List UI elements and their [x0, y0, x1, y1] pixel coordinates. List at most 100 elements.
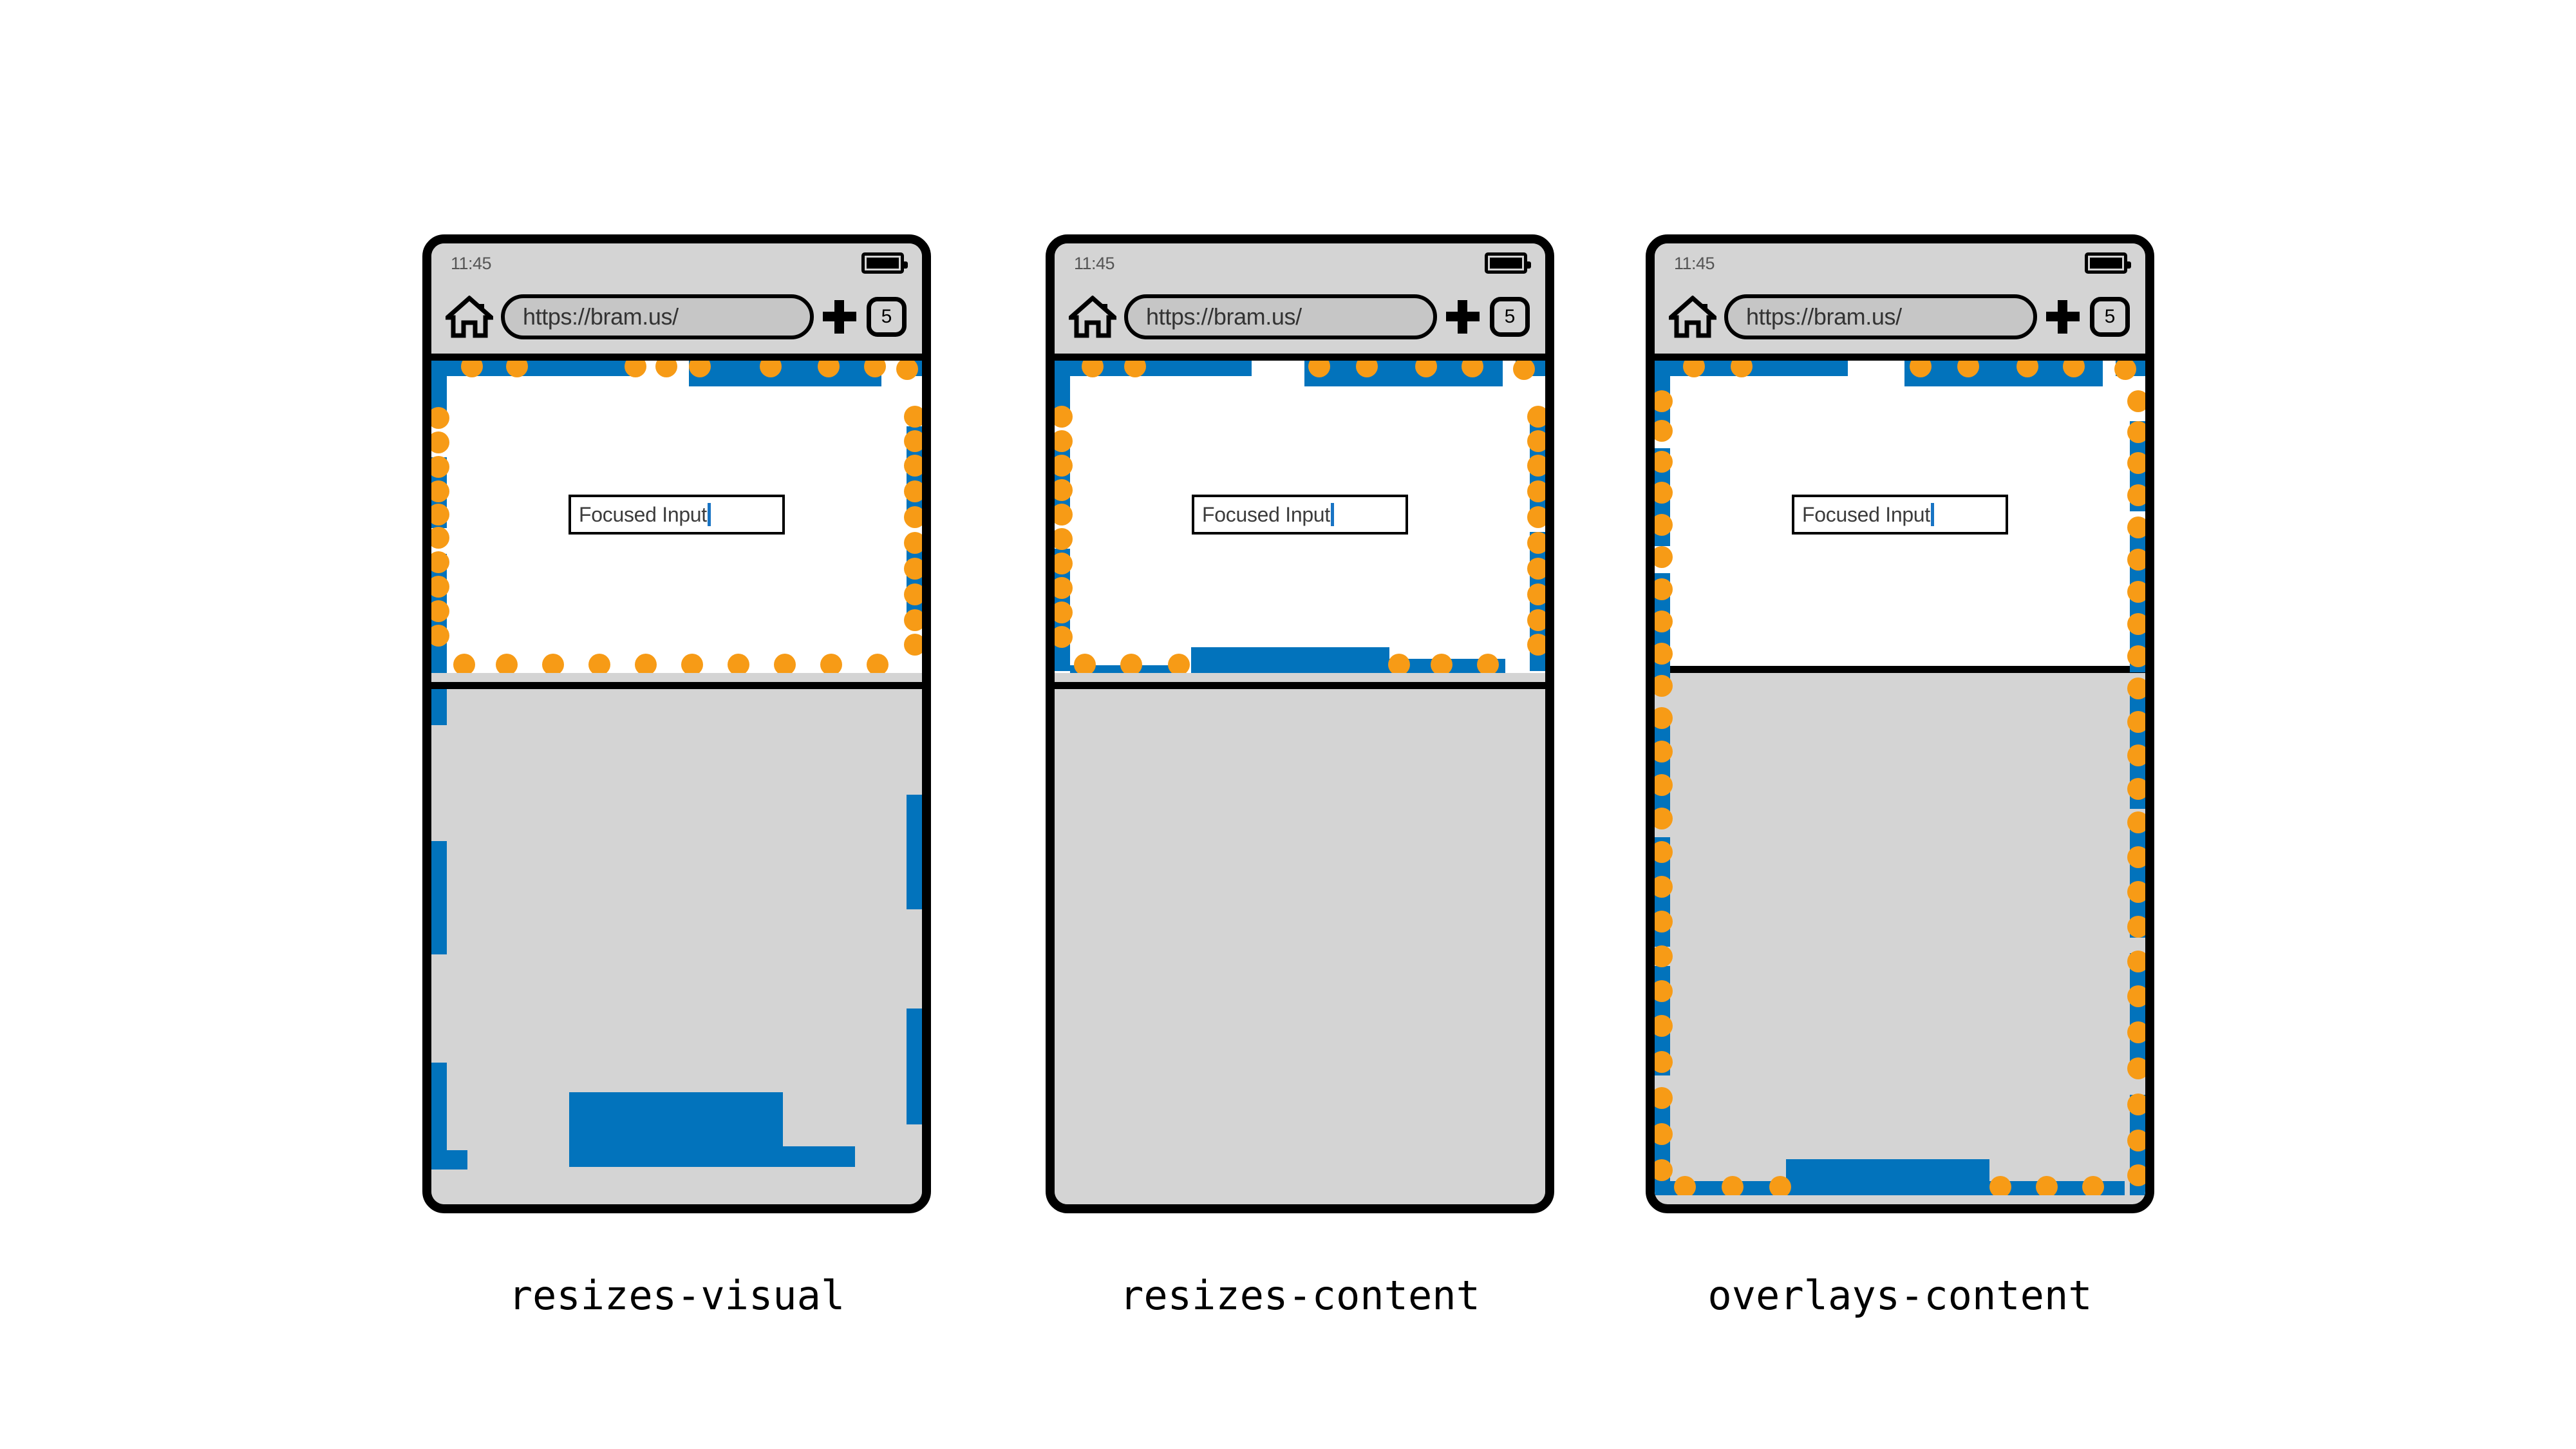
viewport-marker-bar: [783, 1146, 855, 1167]
page-viewport: Focused Input: [1655, 361, 2145, 1195]
visual-viewport-dot: [904, 430, 922, 452]
browser-toolbar: https://bram.us/ 5: [1055, 282, 1545, 352]
visual-viewport-dot: [689, 361, 711, 377]
visual-viewport-dot: [431, 504, 449, 526]
url-bar[interactable]: https://bram.us/: [501, 294, 814, 339]
visual-viewport-dot: [1674, 1176, 1696, 1195]
visual-viewport-dot: [588, 654, 610, 673]
caption-resizes-content: resizes-content: [1120, 1272, 1480, 1319]
visual-viewport-dot: [1527, 558, 1545, 580]
visual-viewport-dot: [1655, 945, 1673, 967]
visual-viewport-dot: [431, 480, 449, 502]
visual-viewport-dot: [1655, 876, 1673, 898]
home-icon[interactable]: [446, 296, 493, 338]
virtual-keyboard: [431, 682, 922, 1204]
visual-viewport-dot: [2127, 711, 2145, 733]
tab-count-button[interactable]: 5: [867, 297, 907, 337]
visual-viewport-dot: [431, 407, 449, 429]
visual-viewport-dot: [1055, 577, 1073, 599]
visual-viewport-dot: [2127, 985, 2145, 1007]
visual-viewport-dot: [2127, 951, 2145, 972]
visual-viewport-dot: [1655, 1123, 1673, 1145]
tab-count-button[interactable]: 5: [2090, 297, 2130, 337]
text-caret: [707, 503, 711, 526]
visual-viewport-dot: [1655, 1087, 1673, 1109]
viewport-marker-bar: [431, 1150, 467, 1170]
home-icon[interactable]: [1669, 296, 1716, 338]
visual-viewport-dot: [1120, 654, 1142, 673]
url-bar[interactable]: https://bram.us/: [1124, 294, 1437, 339]
visual-viewport-dot: [1513, 361, 1535, 380]
visual-viewport-dot: [864, 361, 886, 377]
visual-viewport-dot: [1055, 455, 1073, 477]
virtual-keyboard: [1655, 673, 2145, 1195]
visual-viewport-dot: [2127, 484, 2145, 506]
visual-viewport-dot: [1055, 553, 1073, 574]
visual-viewport-dot: [1910, 361, 1932, 377]
focused-input-text: Focused Input: [579, 502, 707, 526]
visual-viewport-dot: [2127, 1094, 2145, 1115]
visual-viewport-dot: [1055, 626, 1073, 648]
url-bar[interactable]: https://bram.us/: [1724, 294, 2037, 339]
visual-viewport-dot: [1124, 361, 1146, 377]
visual-viewport-dot: [867, 654, 888, 673]
focused-input[interactable]: Focused Input: [569, 495, 785, 535]
visual-viewport-dot: [760, 361, 782, 377]
url-text: https://bram.us/: [1746, 303, 1902, 330]
visual-viewport-dot: [1055, 406, 1073, 428]
plus-icon[interactable]: [1446, 300, 1480, 334]
status-bar-time: 11:45: [1674, 254, 1715, 273]
plus-icon[interactable]: [2046, 300, 2080, 334]
viewport-marker-bar: [1786, 1159, 1989, 1195]
visual-viewport-dot: [2127, 581, 2145, 603]
visual-viewport-dot: [655, 361, 677, 377]
focused-input-text: Focused Input: [1802, 502, 1930, 526]
visual-viewport-dot: [1527, 583, 1545, 605]
visual-viewport-dot: [1168, 654, 1190, 673]
visual-viewport-dot: [728, 654, 749, 673]
viewport-marker-bar: [907, 795, 922, 909]
visual-viewport-dot: [1655, 514, 1673, 536]
visual-viewport-dot: [820, 654, 842, 673]
focused-input[interactable]: Focused Input: [1192, 495, 1408, 535]
virtual-keyboard: [1055, 682, 1545, 1204]
visual-viewport-dot: [1731, 361, 1753, 377]
visual-viewport-dot: [625, 361, 646, 377]
home-icon[interactable]: [1069, 296, 1116, 338]
tab-count-button[interactable]: 5: [1490, 297, 1530, 337]
visual-viewport-dot: [506, 361, 528, 377]
viewport-marker-bar: [907, 1009, 922, 1124]
visual-viewport-dot: [2127, 1164, 2145, 1186]
status-bar-time: 11:45: [1074, 254, 1115, 273]
visual-viewport-dot: [1527, 406, 1545, 428]
viewport-marker-bar: [431, 1063, 447, 1166]
browser-toolbar: https://bram.us/ 5: [1655, 282, 2145, 352]
viewport-marker-bar: [689, 361, 881, 386]
visual-viewport-dot: [774, 654, 796, 673]
visual-viewport-dot: [2127, 549, 2145, 571]
plus-icon[interactable]: [823, 300, 856, 334]
visual-viewport-dot: [1655, 980, 1673, 1002]
battery-icon: [2085, 252, 2131, 274]
visual-viewport-dot: [1769, 1176, 1791, 1195]
visual-viewport-dot: [1055, 528, 1073, 550]
visual-viewport-dot: [2017, 361, 2038, 377]
visual-viewport-dot: [496, 654, 518, 673]
visual-viewport-dot: [1477, 654, 1499, 673]
visual-viewport-dot: [2127, 1057, 2145, 1079]
visual-viewport-dot: [1655, 1015, 1673, 1037]
battery-icon: [1485, 252, 1531, 274]
visual-viewport-dot: [1527, 430, 1545, 452]
visual-viewport-dot: [2127, 421, 2145, 443]
text-caret: [1330, 503, 1334, 526]
visual-viewport-dot: [1655, 741, 1673, 762]
visual-viewport-dot: [1655, 546, 1673, 568]
visual-viewport-dot: [2127, 516, 2145, 538]
visual-viewport-dot: [1431, 654, 1453, 673]
visual-viewport-dot: [1655, 420, 1673, 442]
visual-viewport-dot: [1655, 675, 1673, 697]
visual-viewport-dot: [1655, 643, 1673, 665]
browser-chrome: 11:45 https://bram.us/ 5: [431, 243, 922, 361]
focused-input[interactable]: Focused Input: [1792, 495, 2008, 535]
